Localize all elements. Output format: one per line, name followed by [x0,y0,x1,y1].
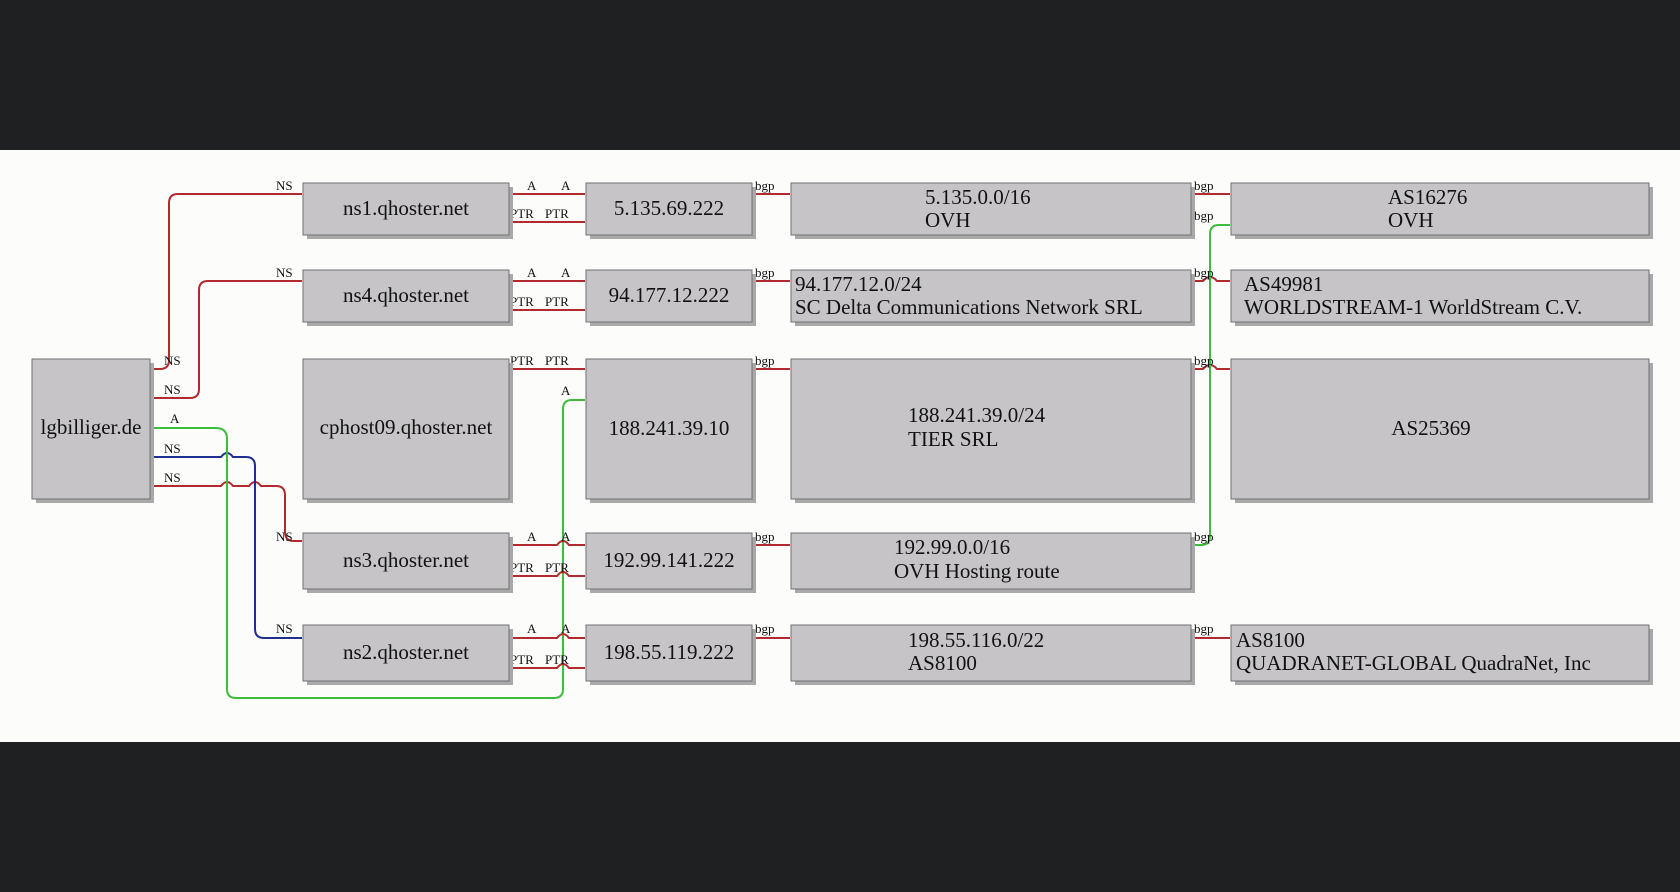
node-host-ns1[interactable]: ns1.qhoster.net [302,182,513,239]
ip-label: 198.55.119.222 [604,640,734,664]
node-asn-3[interactable]: AS25369 [1230,358,1653,503]
ip-label: 188.241.39.10 [609,416,730,440]
edge-ns2-ip5-a [510,633,585,639]
label-ptr-ns1-in: PTR [545,206,569,221]
node-ip-1[interactable]: 5.135.69.222 [585,182,756,239]
node-asn-5[interactable]: AS8100 QUADRANET-GLOBAL QuadraNet, Inc [1230,624,1653,685]
label-a-ns2-in: A [561,621,571,636]
label-ptr-ns2-out: PTR [510,652,534,667]
edge-labels: NS NS NS NS A NS NS NS NS A A PTR PTR A … [164,178,1214,667]
host-label: ns3.qhoster.net [343,548,469,572]
label-ptr-ns3-in: PTR [545,560,569,575]
prefix-line2: AS8100 [908,651,977,675]
label-a-ns3-in: A [561,529,571,544]
asn-line2: OVH [1388,208,1434,232]
ip-label: 192.99.141.222 [603,548,734,572]
label-bgp-ip3: bgp [755,353,775,368]
prefix-line1: 198.55.116.0/22 [908,628,1044,652]
label-ns-ns3: NS [276,529,293,544]
prefix-line2: TIER SRL [908,427,998,451]
node-ip-5[interactable]: 198.55.119.222 [585,624,756,685]
label-ns-domain-3: NS [164,441,181,456]
node-ip-2[interactable]: 94.177.12.222 [585,269,756,326]
node-prefix-5[interactable]: 198.55.116.0/22 AS8100 [790,624,1195,685]
node-prefix-3[interactable]: 188.241.39.0/24 TIER SRL [790,358,1195,503]
label-bgp-pf1: bgp [1194,178,1214,193]
prefix-line1: 5.135.0.0/16 [925,185,1031,209]
label-bgp-ip1: bgp [755,178,775,193]
label-bgp-ip4: bgp [755,529,775,544]
prefix-line1: 188.241.39.0/24 [908,403,1046,427]
node-host-ns3[interactable]: ns3.qhoster.net [302,532,513,593]
label-a-ns4-out: A [527,265,537,280]
label-ns-domain-4: NS [164,470,181,485]
label-a-ip3: A [561,383,571,398]
label-ptr-ns2-in: PTR [545,652,569,667]
asn-line1: AS16276 [1388,185,1467,209]
label-ptr-ns4-out: PTR [510,294,534,309]
label-ptr-cphost-in: PTR [545,353,569,368]
edge-ns3-ip4-a [510,540,585,546]
label-ns-domain-1: NS [164,353,181,368]
asn-line2: WORLDSTREAM-1 WorldStream C.V. [1244,295,1582,319]
node-prefix-4[interactable]: 192.99.0.0/16 OVH Hosting route [790,532,1195,593]
node-host-ns4[interactable]: ns4.qhoster.net [302,269,513,326]
label-ns-ns4: NS [276,265,293,280]
prefix-line2: SC Delta Communications Network SRL [795,295,1143,319]
node-asn-1[interactable]: AS16276 OVH [1230,182,1653,239]
prefix-line1: 94.177.12.0/24 [795,272,922,296]
label-bgp-pf2: bgp [1194,265,1214,280]
asn-line1: AS25369 [1391,416,1470,440]
node-prefix-2[interactable]: 94.177.12.0/24 SC Delta Communications N… [790,269,1195,326]
host-label: ns1.qhoster.net [343,196,469,220]
ip-label: 94.177.12.222 [609,283,730,307]
label-a-ns4-in: A [561,265,571,280]
asn-line2: QUADRANET-GLOBAL QuadraNet, Inc [1236,651,1591,675]
label-a-ns1-out: A [527,178,537,193]
edge-pf4-as1 [1192,224,1230,546]
label-ptr-ns4-in: PTR [545,294,569,309]
label-a-ns1-in: A [561,178,571,193]
label-ptr-ns1-out: PTR [510,206,534,221]
node-ip-3[interactable]: 188.241.39.10 [585,358,756,503]
edge-domain-ns1 [152,193,302,370]
host-label: ns2.qhoster.net [343,640,469,664]
label-ns-ns2: NS [276,621,293,636]
asn-line1: AS8100 [1236,628,1305,652]
node-prefix-1[interactable]: 5.135.0.0/16 OVH [790,182,1195,239]
label-bgp-pf3: bgp [1194,353,1214,368]
prefix-line1: 192.99.0.0/16 [894,535,1010,559]
edge-domain-ns3 [152,481,302,542]
label-bgp-ip5: bgp [755,621,775,636]
label-ns-domain-2: NS [164,382,181,397]
label-a-ns2-out: A [527,621,537,636]
edge-ns3-ip4-ptr [510,571,585,577]
domain-label: lgbilliger.de [41,415,142,439]
edge-domain-ip3 [152,399,585,699]
label-bgp-pf5: bgp [1194,621,1214,636]
node-ip-4[interactable]: 192.99.141.222 [585,532,756,593]
prefix-line2: OVH [925,208,971,232]
node-host-ns2[interactable]: ns2.qhoster.net [302,624,513,685]
label-bgp-ip2: bgp [755,265,775,280]
ip-label: 5.135.69.222 [614,196,724,220]
label-bgp-pf4: bgp [1194,529,1214,544]
asn-line1: AS49981 [1244,272,1323,296]
host-label: ns4.qhoster.net [343,283,469,307]
label-ptr-cphost-out: PTR [510,353,534,368]
edge-ns2-ip5-ptr [510,663,585,669]
node-asn-2[interactable]: AS49981 WORLDSTREAM-1 WorldStream C.V. [1230,269,1653,326]
host-label: cphost09.qhoster.net [320,415,493,439]
label-a-domain: A [170,411,180,426]
node-host-cphost09[interactable]: cphost09.qhoster.net [302,358,513,503]
edge-domain-ns4 [152,280,302,399]
prefix-line2: OVH Hosting route [894,559,1060,583]
label-ptr-ns3-out: PTR [510,560,534,575]
label-bgp-as1-green: bgp [1194,208,1214,223]
label-ns-ns1: NS [276,178,293,193]
label-a-ns3-out: A [527,529,537,544]
node-domain[interactable]: lgbilliger.de [31,358,154,503]
